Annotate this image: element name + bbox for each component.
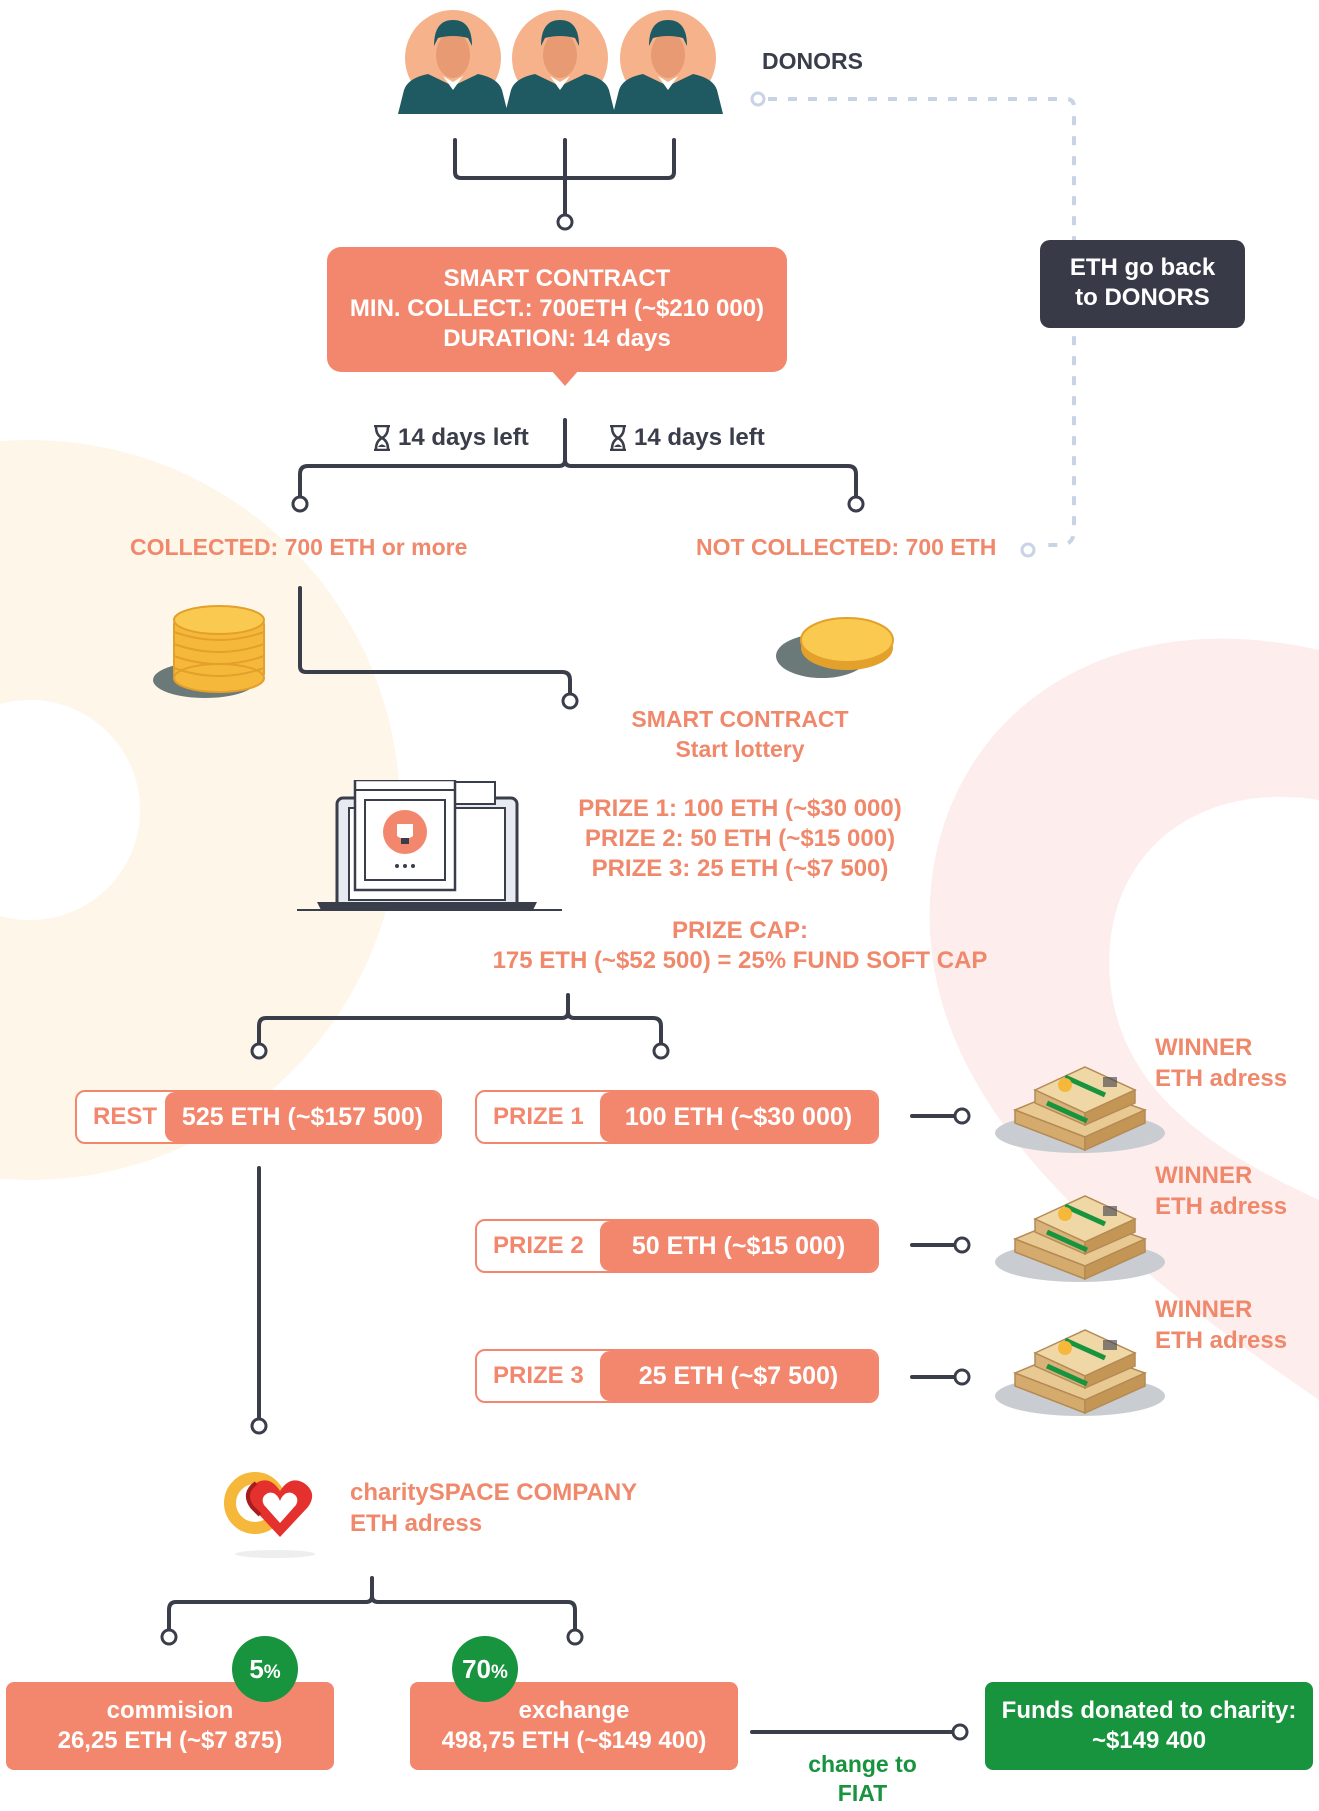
smart-contract-min-collect: MIN. COLLECT.: 700ETH (~$210 000) <box>349 295 765 322</box>
fiat-line2: FIAT <box>837 1780 888 1806</box>
commission-percent-badge: 5% <box>232 1636 298 1702</box>
timer-right-text: 14 days left <box>634 424 765 451</box>
lottery-line2: Start lottery <box>675 736 805 762</box>
prize-cap-value: 175 ETH (~$52 500) = 25% FUND SOFT CAP <box>492 947 988 974</box>
company-label: charitySPACE COMPANY ETH adress <box>350 1477 637 1539</box>
fiat-label: change to FIAT <box>780 1750 945 1808</box>
commission-line1: commision <box>106 1697 234 1724</box>
smart-contract-pointer <box>551 370 579 386</box>
funds-line2: ~$149 400 <box>1091 1727 1207 1754</box>
prize-1-label: PRIZE 1 <box>493 1103 584 1130</box>
prize-list-item-1: PRIZE 1: 100 ETH (~$30 000) <box>578 795 902 822</box>
fiat-line1: change to <box>808 1751 917 1777</box>
winner-2: WINNER ETH adress <box>1155 1160 1287 1222</box>
timer-left-text: 14 days left <box>398 424 529 451</box>
commission-percent-number: 5 <box>249 1654 264 1684</box>
prize-cap-title: PRIZE CAP: <box>671 917 808 944</box>
winner-3-line2: ETH adress <box>1155 1327 1288 1354</box>
collected-label: COLLECTED: 700 ETH or more <box>130 534 468 560</box>
prize-2-label: PRIZE 2 <box>493 1232 584 1259</box>
lottery-heading: SMART CONTRACT Start lottery <box>560 704 920 764</box>
commission-percent-sign: % <box>263 1662 281 1683</box>
hourglass-icon <box>374 425 390 451</box>
prize-pill-1: PRIZE 1 100 ETH (~$30 000) <box>475 1090 879 1144</box>
winner-1-line1: WINNER <box>1155 1034 1253 1061</box>
prize-list-item-3: PRIZE 3: 25 ETH (~$7 500) <box>591 855 889 882</box>
not-collected-label: NOT COLLECTED: 700 ETH <box>696 534 997 560</box>
exchange-line1: exchange <box>518 1697 630 1724</box>
timer-right: 14 days left <box>608 424 765 452</box>
exchange-box: exchange 498,75 ETH (~$149 400) <box>410 1682 738 1770</box>
smart-contract-title: SMART CONTRACT <box>443 265 671 292</box>
cash-stack-icon <box>995 1329 1165 1416</box>
prize-pill-2: PRIZE 2 50 ETH (~$15 000) <box>475 1219 879 1273</box>
refund-line2: to DONORS <box>1075 284 1210 311</box>
commission-line2: 26,25 ETH (~$7 875) <box>57 1727 283 1754</box>
cash-stack-icon <box>995 1195 1165 1282</box>
lottery-line1: SMART CONTRACT <box>631 706 849 732</box>
laptop-illustration <box>297 780 562 911</box>
winner-1: WINNER ETH adress <box>1155 1032 1287 1094</box>
smart-contract-duration: DURATION: 14 days <box>443 325 671 352</box>
hourglass-icon <box>610 425 626 451</box>
prize-cap: PRIZE CAP: 175 ETH (~$52 500) = 25% FUND… <box>460 916 1020 976</box>
cash-stack-icon <box>995 1066 1165 1153</box>
timer-left: 14 days left <box>372 424 529 452</box>
prize-2-value: 50 ETH (~$15 000) <box>600 1221 877 1271</box>
coin-stack-icon <box>153 605 265 698</box>
refund-line1: ETH go back <box>1069 254 1216 281</box>
smart-contract-box: SMART CONTRACT MIN. COLLECT.: 700ETH (~$… <box>327 247 787 372</box>
winner-2-line1: WINNER <box>1155 1162 1253 1189</box>
charityspace-logo <box>224 1472 315 1558</box>
prize-pill-3: PRIZE 3 25 ETH (~$7 500) <box>475 1349 879 1403</box>
winner-1-line2: ETH adress <box>1155 1065 1288 1092</box>
winner-2-line2: ETH adress <box>1155 1193 1288 1220</box>
company-line1: charitySPACE COMPANY <box>350 1479 638 1506</box>
company-line2: ETH adress <box>350 1510 483 1537</box>
exchange-percent-badge: 70% <box>452 1636 518 1702</box>
prize-list-item-2: PRIZE 2: 50 ETH (~$15 000) <box>584 825 896 852</box>
winner-3: WINNER ETH adress <box>1155 1294 1287 1356</box>
refund-box: ETH go back to DONORS <box>1040 240 1245 328</box>
donors-label: DONORS <box>762 48 863 74</box>
rest-label: REST <box>93 1103 158 1130</box>
funds-box: Funds donated to charity: ~$149 400 <box>985 1682 1313 1770</box>
single-coin-icon <box>776 617 894 678</box>
prize-3-value: 25 ETH (~$7 500) <box>600 1351 877 1401</box>
rest-value: 525 ETH (~$157 500) <box>165 1092 440 1142</box>
exchange-percent-number: 70 <box>462 1654 491 1684</box>
prize-list: PRIZE 1: 100 ETH (~$30 000) PRIZE 2: 50 … <box>545 794 935 884</box>
rest-pill: REST 525 ETH (~$157 500) <box>75 1090 442 1144</box>
winner-3-line1: WINNER <box>1155 1296 1253 1323</box>
exchange-percent-sign: % <box>491 1662 508 1683</box>
prize-3-label: PRIZE 3 <box>493 1362 584 1389</box>
exchange-line2: 498,75 ETH (~$149 400) <box>441 1727 707 1754</box>
funds-line1: Funds donated to charity: <box>1001 1697 1297 1724</box>
prize-1-value: 100 ETH (~$30 000) <box>600 1092 877 1142</box>
donors-illustration <box>398 10 723 114</box>
